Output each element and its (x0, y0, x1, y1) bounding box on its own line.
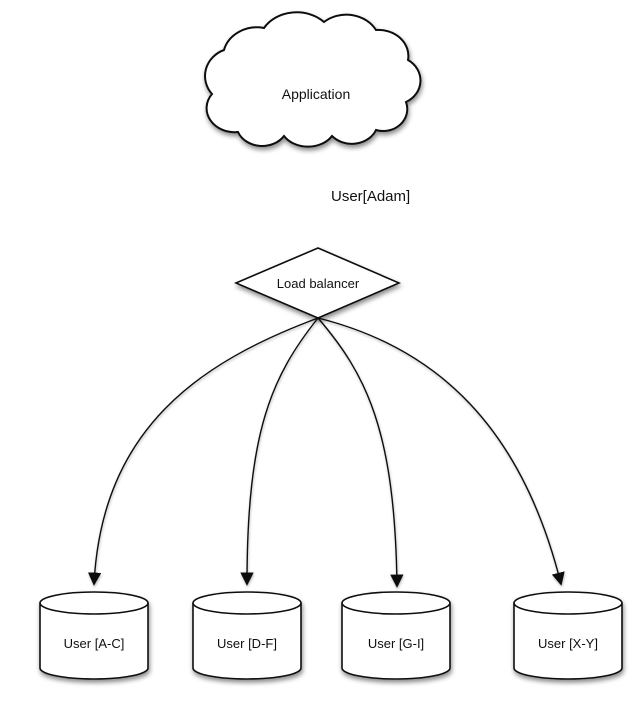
database-cylinder-top (513, 591, 623, 615)
shard-a-c-label: User [A-C] (64, 636, 125, 651)
shard-cylinder-a-c: User [A-C] (39, 591, 149, 680)
database-cylinder-top (341, 591, 451, 615)
database-cylinder-icon (341, 603, 451, 680)
edge-to-shard-a-c (87, 317, 319, 586)
shard-d-f-label: User [D-F] (217, 636, 277, 651)
load-balancer-node: Load balancer (233, 247, 402, 319)
database-cylinder-icon (39, 603, 149, 680)
application-cloud-node: Application (204, 11, 422, 148)
database-cylinder-top (39, 591, 149, 615)
edge-to-shard-g-i (317, 317, 404, 588)
edge-to-shard-d-f (240, 317, 319, 586)
shard-g-i-label: User [G-I] (368, 636, 424, 651)
cloud-icon (204, 11, 422, 148)
shard-x-y-label: User [X-Y] (538, 636, 598, 651)
database-cylinder-top (192, 591, 302, 615)
edge-user-adam-label: User[Adam] (331, 188, 410, 205)
shard-cylinder-g-i: User [G-I] (341, 591, 451, 680)
application-label: Application (282, 86, 351, 102)
diamond-icon (233, 247, 402, 319)
database-cylinder-icon (513, 603, 623, 680)
shard-cylinder-x-y: User [X-Y] (513, 591, 623, 680)
shard-cylinder-d-f: User [D-F] (192, 591, 302, 680)
load-balancer-label: Load balancer (277, 276, 360, 291)
edges-loadbalancer-to-shards (87, 317, 565, 588)
edge-to-shard-x-y (317, 317, 565, 586)
database-cylinder-icon (192, 603, 302, 680)
